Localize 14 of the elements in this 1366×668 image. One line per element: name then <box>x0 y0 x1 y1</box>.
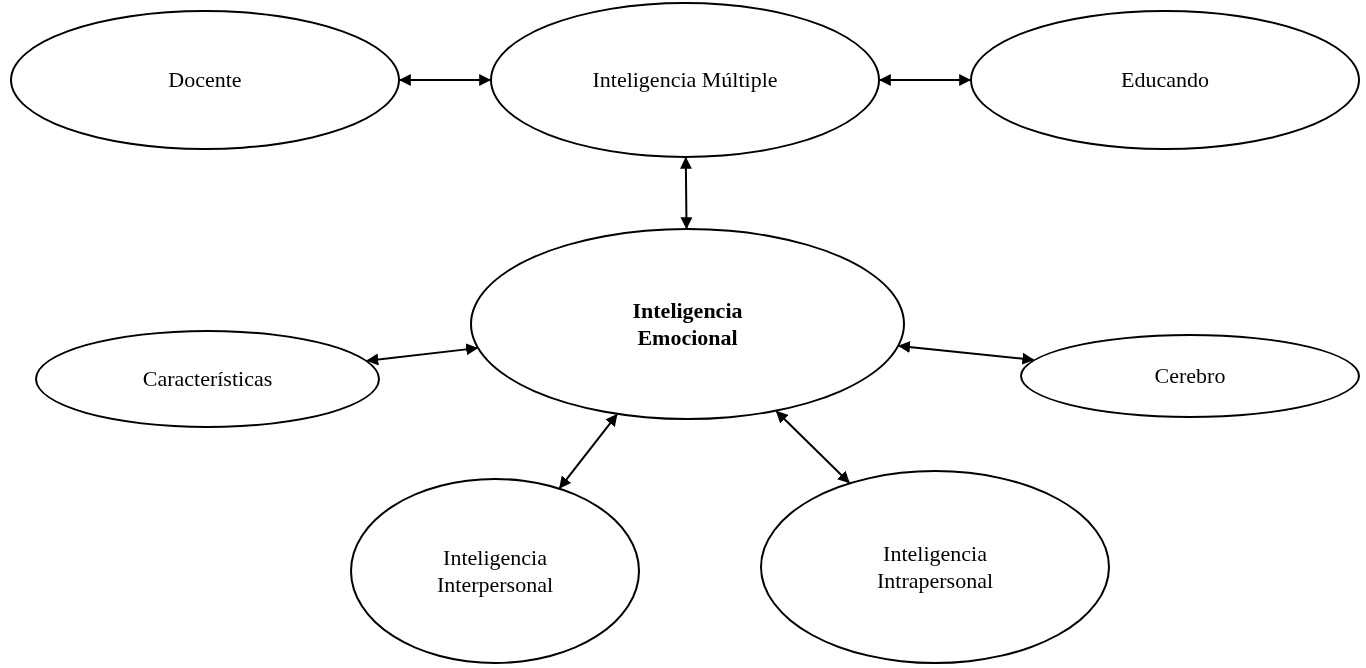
node-label: Cerebro <box>1154 362 1226 390</box>
double-arrow <box>878 74 972 86</box>
node-label: Inteligencia Emocional <box>631 296 744 352</box>
node-label: Características <box>142 365 273 393</box>
node-label: Docente <box>168 66 242 94</box>
double-arrow <box>366 343 479 366</box>
node-label: Educando <box>1121 66 1209 94</box>
double-arrow <box>775 410 850 484</box>
node-label: Inteligencia Intrapersonal <box>875 539 995 595</box>
double-arrow <box>398 74 492 86</box>
double-arrow <box>558 413 618 489</box>
node-label: Inteligencia Múltiple <box>592 66 778 94</box>
node-label: Inteligencia Interpersonal <box>435 543 555 599</box>
double-arrow <box>679 156 693 230</box>
